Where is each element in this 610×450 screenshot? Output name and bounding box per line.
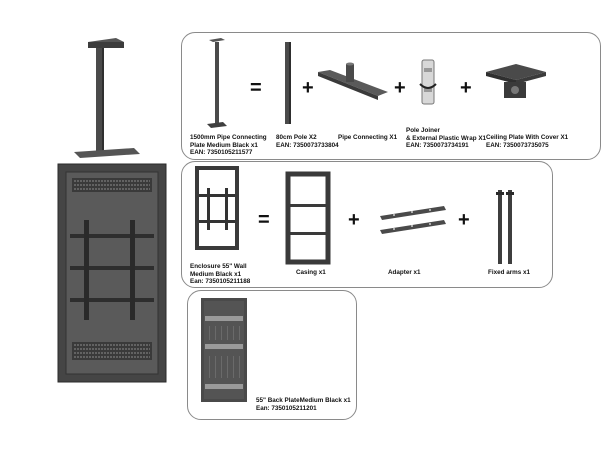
ceiling-plate-name: Ceiling Plate With Cover X1	[486, 134, 569, 141]
plus-sign: +	[460, 77, 472, 99]
equals-sign: =	[258, 209, 270, 231]
plus-sign: +	[394, 77, 406, 99]
fixed-arms-name: Fixed arms x1	[488, 269, 531, 276]
pole-icon	[285, 42, 291, 124]
plus-sign: +	[458, 209, 470, 231]
enclosure-ean: Ean: 7350105211188	[190, 278, 251, 286]
plus-sign: +	[302, 77, 314, 99]
enclosure-variant: Medium Black x1	[190, 270, 242, 278]
pole-joiner-icon	[419, 59, 437, 105]
pipe-plate-variant: Plate Medium Black x1	[190, 141, 258, 149]
pole-name: 80cm Pole X2	[276, 134, 317, 141]
ceiling-plate-ean: EAN: 7350073735075	[486, 141, 549, 149]
adapter-icon	[380, 206, 446, 234]
pole-joiner-ean: EAN: 7350073734191	[406, 142, 469, 150]
panel-pipe-kit	[181, 32, 601, 160]
adapter-label: Adapter x1	[388, 269, 421, 277]
pole-joiner-label: Pole Joiner & External Plastic Wrap X1 E…	[406, 127, 486, 150]
casing-label: Casing x1	[296, 269, 326, 277]
plus-sign: +	[348, 209, 360, 231]
casing-icon	[285, 171, 331, 265]
back-plate-label: 55" Back PlateMedium Black x1 Ean: 73501…	[256, 397, 351, 412]
pole-joiner-wrap: & External Plastic Wrap X1	[406, 134, 487, 142]
enclosure-label: Enclosure 55" Wall Medium Black x1 Ean: …	[190, 263, 250, 286]
enclosure-icon	[195, 166, 239, 250]
pole-joiner-name: Pole Joiner	[406, 127, 440, 134]
back-plate-name: 55" Back PlateMedium Black x1	[256, 397, 351, 404]
adapter-name: Adapter x1	[388, 269, 421, 276]
pipe-connecting-icon	[318, 62, 388, 100]
pole-label: 80cm Pole X2 EAN: 7350073733804	[276, 134, 339, 149]
back-plate-ean: Ean: 7350105211201	[256, 404, 317, 412]
panel-enclosure-kit	[181, 161, 553, 288]
back-plate-icon	[201, 298, 247, 402]
ceiling-plate-icon	[486, 64, 546, 98]
casing-name: Casing x1	[296, 269, 326, 276]
pole-ean: EAN: 7350073733804	[276, 141, 339, 149]
equals-sign: =	[250, 77, 262, 99]
fixed-arms-label: Fixed arms x1	[488, 269, 530, 277]
pipe-plate-name: 1500mm Pipe Connecting	[190, 134, 267, 141]
pipe-connecting-plate-icon	[207, 38, 227, 128]
ceiling-plate-label: Ceiling Plate With Cover X1 EAN: 7350073…	[486, 134, 568, 149]
pipe-plate-ean: EAN: 7350105211577	[190, 149, 253, 157]
fixed-arms-icon	[496, 190, 514, 264]
pipe-plate-label: 1500mm Pipe Connecting Plate Medium Blac…	[190, 134, 267, 157]
pipe-connecting-name: Pipe Connecting X1	[338, 134, 398, 141]
pipe-connecting-label: Pipe Connecting X1	[338, 134, 397, 142]
assembled-mount-illustration	[57, 38, 167, 383]
enclosure-name: Enclosure 55" Wall	[190, 263, 247, 270]
